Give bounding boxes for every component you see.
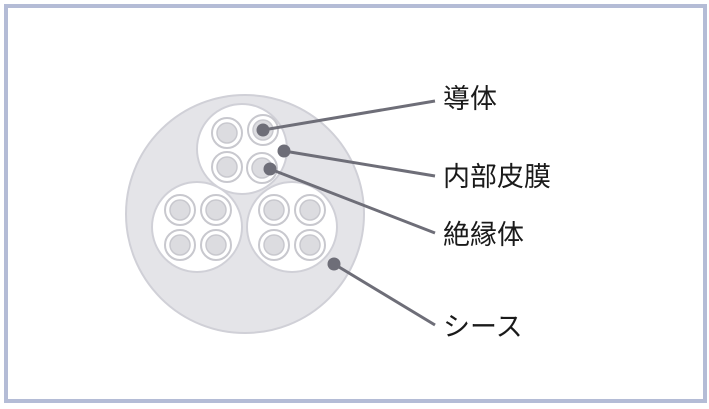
wire	[200, 229, 232, 261]
wire	[258, 194, 290, 226]
label-inner-film: 内部皮膜	[443, 162, 551, 193]
wire	[200, 194, 232, 226]
label-insulation: 絶縁体	[443, 220, 524, 251]
wire	[164, 194, 196, 226]
wire	[294, 194, 326, 226]
marker-dot-inner-film	[277, 144, 291, 158]
leader-line-insulation	[269, 167, 436, 235]
leader-line-inner-film	[283, 149, 436, 178]
wire	[164, 229, 196, 261]
marker-dot-insulation	[263, 162, 277, 176]
wire-group-top	[196, 103, 288, 195]
label-sheath: シース	[443, 312, 523, 343]
wire-group-right	[246, 181, 338, 273]
label-conductor: 導体	[443, 84, 497, 115]
wire	[211, 117, 243, 149]
marker-dot-conductor	[256, 123, 270, 137]
wire	[211, 151, 243, 183]
leader-line-sheath	[333, 262, 436, 327]
wire	[294, 229, 326, 261]
wire	[258, 229, 290, 261]
wire-group-left	[151, 181, 243, 273]
marker-dot-sheath	[327, 257, 341, 271]
leader-line-conductor	[262, 99, 436, 132]
